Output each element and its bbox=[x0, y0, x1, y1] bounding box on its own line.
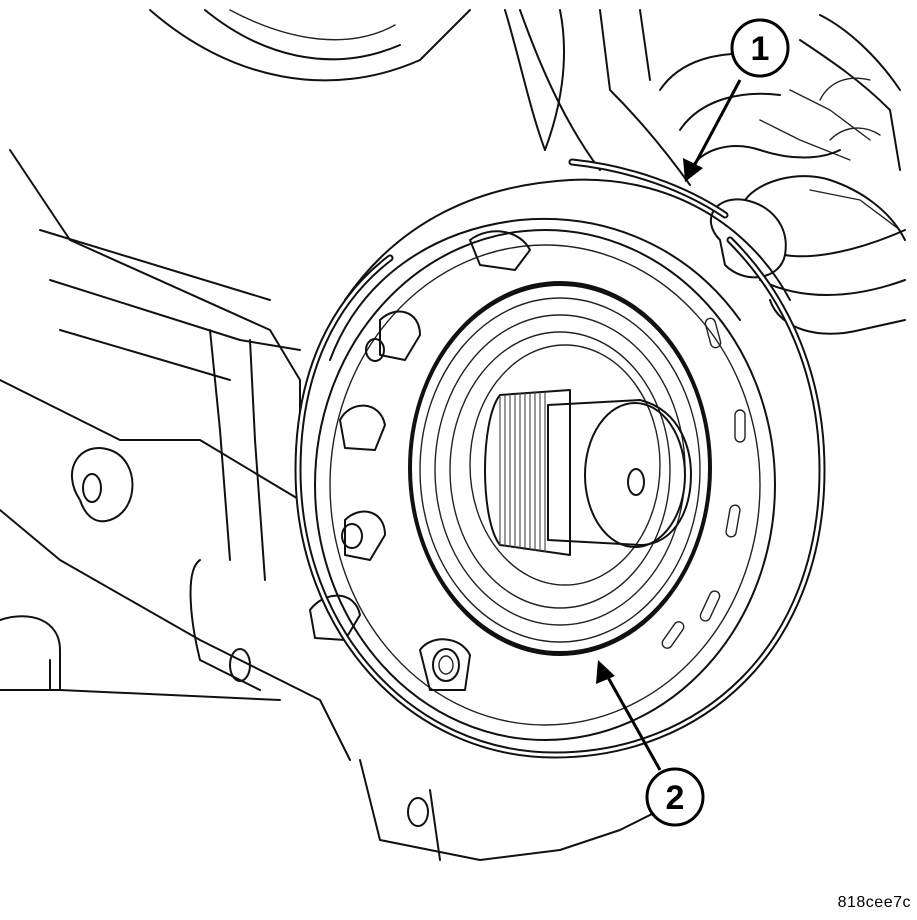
snap-ring bbox=[294, 158, 826, 759]
technician-hand bbox=[659, 52, 906, 335]
callout-2: 2 bbox=[596, 660, 705, 827]
callout-1: 1 bbox=[683, 18, 790, 182]
seal-ring bbox=[408, 281, 712, 655]
input-shaft bbox=[484, 389, 692, 556]
transmission-housing bbox=[0, 9, 901, 861]
callout-1-circle bbox=[730, 18, 790, 78]
callout-1-label: 1 bbox=[751, 30, 770, 68]
callout-2-circle bbox=[645, 767, 705, 827]
figure-id-label: 818cee7c bbox=[837, 894, 911, 911]
callout-2-label: 2 bbox=[666, 779, 685, 817]
